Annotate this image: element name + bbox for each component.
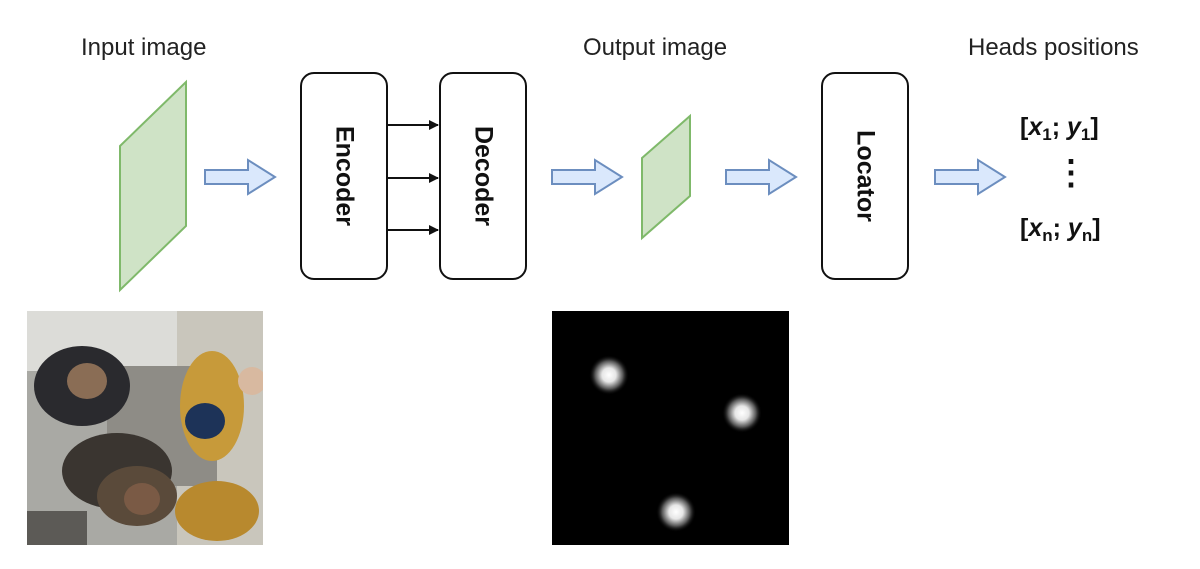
decoder-block: Decoder	[439, 72, 527, 280]
output-image-plane	[641, 113, 691, 241]
input-photo-illustration	[27, 311, 263, 545]
density-blob-2	[722, 393, 762, 433]
locator-block: Locator	[821, 72, 909, 280]
heads-positions-label: Heads positions	[968, 34, 1139, 61]
coord-ellipsis: ⋮	[1054, 154, 1088, 192]
encoder-label: Encoder	[330, 125, 359, 227]
density-blob-3	[656, 492, 696, 532]
input-image-label: Input image	[81, 34, 207, 61]
arrow-output-to-locator	[725, 158, 798, 196]
arrow-input-to-encoder	[204, 158, 277, 196]
arrow-decoder-to-output	[551, 158, 624, 196]
output-image-label: Output image	[583, 34, 728, 61]
input-image-plane	[119, 79, 187, 293]
coord-first: [x1; y1]	[1020, 113, 1099, 144]
locator-label: Locator	[851, 130, 880, 222]
arrow-locator-to-heads	[934, 158, 1007, 196]
decoder-label: Decoder	[469, 125, 498, 227]
coord-last: [xn; yn]	[1020, 214, 1101, 245]
input-photo	[27, 311, 263, 545]
density-blob-1	[589, 355, 629, 395]
encoder-block: Encoder	[300, 72, 388, 280]
